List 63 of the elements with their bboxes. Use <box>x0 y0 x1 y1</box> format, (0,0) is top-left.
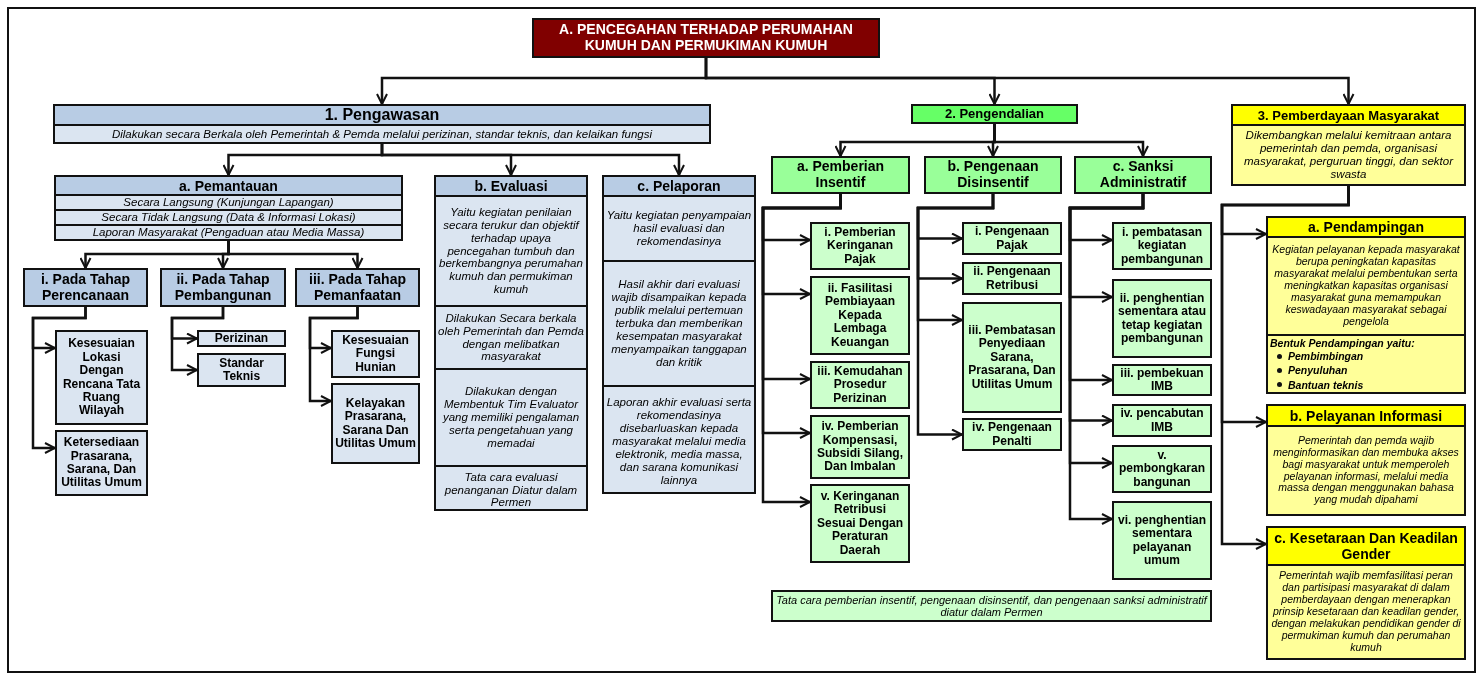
connector-arrow <box>761 194 842 508</box>
section-heading: b. Pelayanan Informasi <box>1268 406 1464 425</box>
category-box: iii. Pada Tahap Pemanfaatan <box>295 268 420 307</box>
category-box: i. Pengenaan Pajak <box>962 222 1062 255</box>
section-box <box>1266 526 1466 660</box>
category-box: i. Pemberian Keringanan Pajak <box>810 222 910 270</box>
description-text: Dilakukan secara Berkala oleh Pemerintah & Pemda melalui perizinan, standar teknis, dan kelaikan fungsi <box>55 124 709 142</box>
section-heading: c. Pelaporan <box>604 177 754 195</box>
section-box <box>1231 104 1466 186</box>
description-text: Secara Tidak Langsung (Data & Informasi Lokasi) <box>56 209 401 224</box>
category-box: i. pembatasan kegiatan pembangunan <box>1112 222 1212 270</box>
connector-arrow <box>380 144 685 176</box>
section-heading: b. Evaluasi <box>436 177 586 195</box>
category-box: Kelayakan Prasarana, Sarana Dan Utilitas Umum <box>331 383 420 464</box>
category-box: b. Pengenaan Disinsentif <box>924 156 1062 194</box>
category-box: ii. penghentian sementara atau tetap kegiatan pembangunan <box>1112 279 1212 358</box>
section-heading: 1. Pengawasan <box>55 106 709 124</box>
connector-arrow <box>1068 194 1145 525</box>
category-box: v. Keringanan Retribusi Sesuai Dengan Peraturan Daerah <box>810 484 910 563</box>
connector-arrow <box>31 307 87 454</box>
category-box: iv. pencabutan IMB <box>1112 404 1212 437</box>
category-box: Kesesuaian Lokasi Dengan Rencana Tata Ruang Wilayah <box>55 330 148 425</box>
section-heading: a. Pendampingan <box>1268 218 1464 236</box>
section-box <box>1266 404 1466 516</box>
section-heading: c. Kesetaraan Dan Keadilan Gender <box>1268 528 1464 564</box>
category-box: c. Sanksi Administratif <box>1074 156 1212 194</box>
category-box: v. pembongkaran bangunan <box>1112 445 1212 493</box>
connector-arrow <box>170 307 225 376</box>
note-box: Tata cara pemberian insentif, pengenaan disinsentif, dan pengenaan sanksi administratif diatur dalam Permen <box>771 590 1212 622</box>
category-box: Perizinan <box>197 330 286 347</box>
category-box: iv. Pengenaan Penalti <box>962 418 1062 451</box>
section-box <box>53 104 711 144</box>
description-text: Secara Langsung (Kunjungan Lapangan) <box>56 194 401 209</box>
section-box <box>1266 216 1466 394</box>
section-heading: a. Pemantauan <box>56 177 401 194</box>
category-box: Kesesuaian Fungsi Hunian <box>331 330 420 378</box>
category-box: a. Pemberian Insentif <box>771 156 910 194</box>
connector-arrow <box>1220 186 1350 550</box>
category-box: 2. Pengendalian <box>911 104 1078 124</box>
category-box: ii. Pada Tahap Pembangunan <box>160 268 286 307</box>
section-box <box>602 175 756 494</box>
section-box <box>434 175 588 511</box>
category-box: iv. Pemberian Kompensasi, Subsidi Silang, Dan Imbalan <box>810 415 910 479</box>
connector-arrow <box>227 241 364 269</box>
category-box: iii. Kemudahan Prosedur Perizinan <box>810 361 910 409</box>
list-heading: Bentuk Pendampingan yaitu: <box>1268 334 1464 349</box>
connector-arrow <box>308 307 359 407</box>
category-box: Standar Teknis <box>197 353 286 387</box>
connector-arrow <box>916 194 995 441</box>
connector-arrow <box>704 58 1355 105</box>
category-box: iii. pembekuan IMB <box>1112 364 1212 396</box>
category-box: Ketersediaan Prasarana, Sarana, Dan Utilitas Umum <box>55 430 148 496</box>
category-box: iii. Pembatasan Penyediaan Sarana, Prasarana, Dan Utilitas Umum <box>962 302 1062 413</box>
category-box: ii. Fasilitasi Pembiayaan Kepada Lembaga Keuangan <box>810 276 910 355</box>
section-box <box>54 175 403 241</box>
description-text: Laporan Masyarakat (Pengaduan atau Media Massa) <box>56 224 401 239</box>
category-box: vi. penghentian sementara pelayanan umum <box>1112 501 1212 580</box>
connector-arrow <box>993 124 1149 157</box>
description-text: Tata cara evaluasi penanganan Diatur dalam Permen <box>436 465 586 509</box>
category-box: i. Pada Tahap Perencanaan <box>23 268 148 307</box>
title-box: A. PENCEGAHAN TERHADAP PERUMAHAN KUMUH DAN PERMUKIMAN KUMUH <box>532 18 880 58</box>
section-heading: 3. Pemberdayaan Masyarakat <box>1233 106 1464 124</box>
category-box: ii. Pengenaan Retribusi <box>962 262 1062 295</box>
